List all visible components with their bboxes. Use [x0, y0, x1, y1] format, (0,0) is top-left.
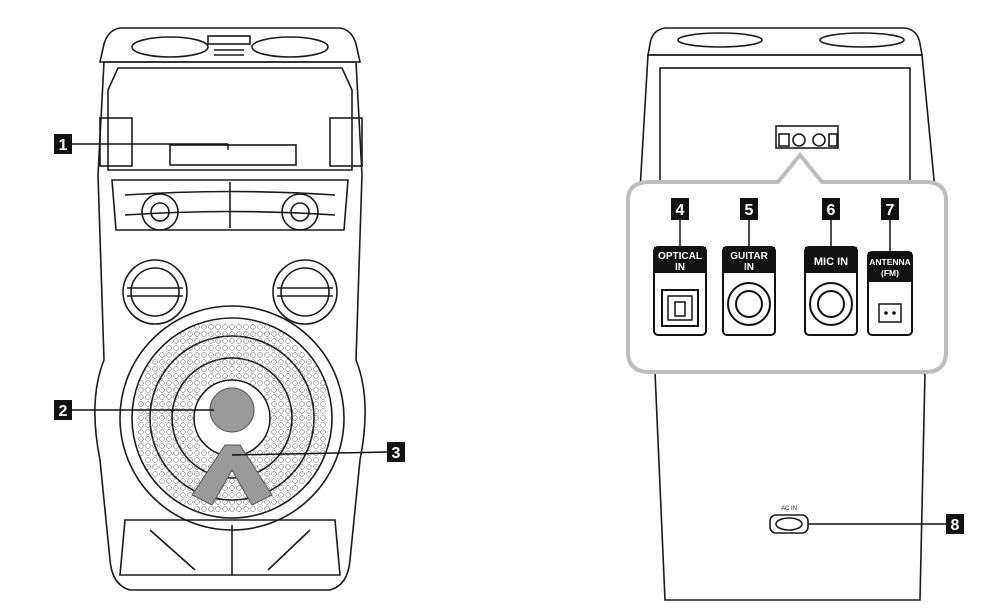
- callout-6: 6: [822, 198, 840, 220]
- front-head-section: [107, 67, 353, 171]
- guitar-in-port: GUITAR IN: [722, 246, 776, 336]
- callout-7: 7: [881, 198, 899, 220]
- callout-1: 1: [54, 134, 72, 154]
- callout-2-number: 2: [59, 403, 68, 420]
- front-side-handle-right: [329, 117, 363, 167]
- callout-8-number: 8: [951, 517, 960, 534]
- mic-in-port: MIC IN: [804, 246, 858, 336]
- antenna-fm-port: ANTENNA (FM): [867, 251, 913, 336]
- callout-2: 2: [54, 400, 72, 420]
- ac-in-label: AC IN: [781, 506, 797, 512]
- woofer-center-light: [209, 387, 255, 433]
- rear-port-strip: [775, 125, 839, 149]
- optical-in-label-1: OPTICAL: [658, 251, 702, 262]
- callout-6-number: 6: [827, 202, 836, 219]
- front-base: [119, 519, 341, 576]
- woofer-wedge-light: [191, 444, 273, 506]
- optical-in-label-2: IN: [675, 262, 685, 273]
- front-top-panel: [99, 27, 361, 63]
- front-top-knob-right: [251, 36, 329, 58]
- callout-3-number: 3: [392, 445, 401, 462]
- front-side-handle-left: [99, 117, 133, 167]
- front-top-knob-left: [131, 36, 209, 58]
- front-light-bar: [111, 179, 349, 231]
- mic-in-label: MIC IN: [814, 256, 848, 268]
- front-display: [169, 144, 297, 166]
- callout-5: 5: [740, 198, 758, 220]
- guitar-in-label-2: IN: [744, 262, 754, 273]
- callout-5-number: 5: [745, 202, 754, 219]
- optical-in-port: OPTICAL IN: [653, 246, 707, 336]
- callout-4: 4: [671, 198, 689, 220]
- rear-zoom-frame: [626, 151, 948, 374]
- front-top-buttons: [207, 35, 251, 45]
- front-tweeter-right: [272, 259, 338, 325]
- callout-7-number: 7: [886, 202, 895, 219]
- leader-lines: [72, 143, 946, 525]
- front-view: [94, 27, 366, 591]
- callout-1-number: 1: [59, 137, 68, 154]
- guitar-in-label-1: GUITAR: [730, 251, 768, 262]
- callout-3: 3: [387, 442, 405, 462]
- antenna-label-1: ANTENNA: [869, 257, 911, 267]
- antenna-label-2: (FM): [881, 268, 899, 278]
- callout-8: 8: [946, 514, 964, 534]
- rear-top-panel: [647, 27, 923, 56]
- front-tweeter-left: [122, 259, 188, 325]
- callout-4-number: 4: [676, 202, 685, 219]
- front-grille-dots: [138, 324, 326, 512]
